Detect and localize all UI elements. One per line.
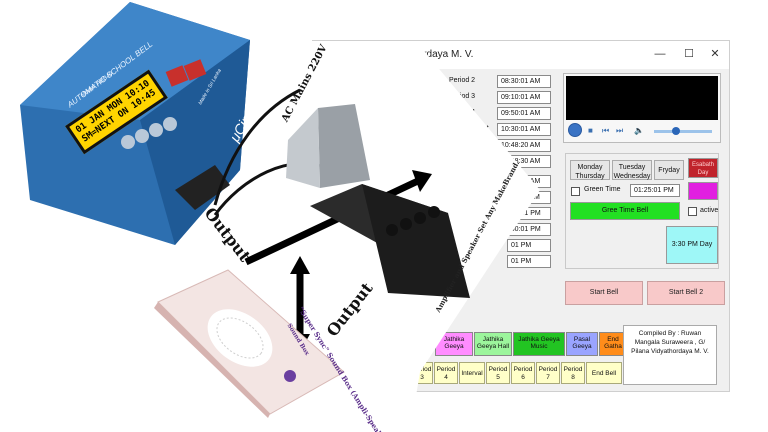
amplifier-speaker-illustration [286, 104, 470, 298]
amp-knob-icon [386, 224, 398, 236]
sound-box-illustration [154, 269, 345, 418]
pasal-geeya-button[interactable]: Pasal Geeya [566, 332, 598, 356]
device-button-icon [149, 123, 163, 137]
arrow-up-icon [290, 256, 310, 274]
stop-icon[interactable]: ■ [588, 126, 593, 135]
volume-icon[interactable]: 🔈 [634, 126, 644, 135]
device-button-icon [135, 129, 149, 143]
day-330-button[interactable]: 3:30 PM Day [666, 226, 718, 264]
volume-slider-knob[interactable] [672, 127, 680, 135]
green-time-checkbox[interactable] [571, 187, 580, 196]
prev-icon[interactable]: ⏮ [602, 126, 610, 135]
play-icon[interactable] [568, 123, 582, 137]
video-screen [566, 76, 718, 120]
volume-slider[interactable] [654, 130, 712, 133]
arrow-right-icon [412, 170, 432, 192]
minimize-button[interactable]: — [654, 48, 666, 60]
amp-knob-icon [400, 218, 412, 230]
start-bell-button[interactable]: Start Bell [565, 281, 643, 305]
color-swatch-magenta[interactable] [688, 182, 718, 200]
power-indicator-icon [284, 370, 296, 382]
device-button-icon [121, 135, 135, 149]
start-bell-2-button[interactable]: Start Bell 2 [647, 281, 725, 305]
next-icon[interactable]: ⏭ [616, 126, 624, 135]
compiled-by-box: Compiled By : Ruwan Mangala Suraweera , … [623, 325, 717, 385]
amp-knob-icon [414, 212, 426, 224]
green-time-field[interactable]: 01:25:01 PM [630, 184, 680, 197]
maximize-button[interactable]: ☐ [684, 48, 694, 60]
end-bell-button[interactable]: End Bell [586, 362, 622, 384]
green-time-bell-button[interactable]: Gree Time Bell [570, 202, 680, 220]
device-button-icon [163, 117, 177, 131]
period-7-button[interactable]: Period 7 [536, 362, 560, 384]
day-button-mon-thu[interactable]: Monday Thursday [570, 160, 610, 180]
esabata-day-button[interactable]: Esabath Day [688, 158, 718, 178]
active-label: active [700, 207, 719, 214]
active-checkbox[interactable] [688, 207, 697, 216]
period-8-button[interactable]: Period 8 [561, 362, 585, 384]
end-gatha-button[interactable]: End Gatha [599, 332, 627, 356]
amp-knob-icon [428, 206, 440, 218]
media-player: ■ ⏮ ⏭ 🔈 [563, 73, 721, 143]
green-time-label: Green Time [584, 186, 621, 193]
close-button[interactable]: ✕ [710, 48, 720, 60]
day-button-tue-wed[interactable]: Tuesday Wednesday [612, 160, 652, 180]
day-button-fri[interactable]: Fryday [654, 160, 684, 180]
bell-device-illustration [20, 2, 331, 245]
day-group: Monday Thursday Tuesday Wednesday Fryday… [565, 153, 719, 269]
